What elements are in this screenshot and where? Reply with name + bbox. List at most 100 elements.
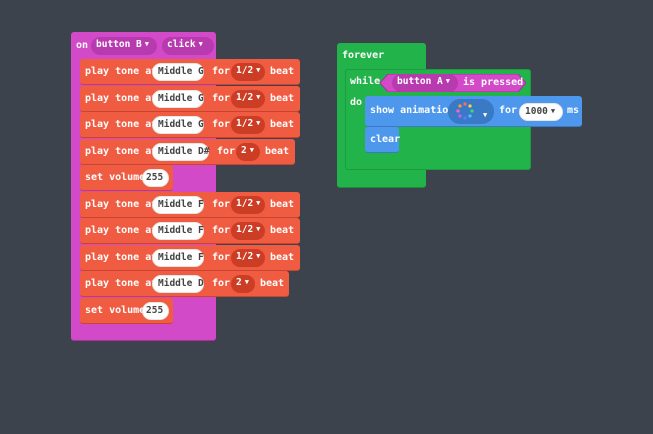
- chevron-down-icon: ▼: [256, 93, 261, 101]
- clear-block[interactable]: [365, 127, 399, 153]
- chevron-down-icon: ▼: [256, 66, 261, 74]
- note-picker[interactable]: Middle D: [152, 275, 204, 293]
- beat-value: 1/2: [236, 224, 254, 235]
- chevron-down-icon: ▼: [144, 40, 149, 48]
- beat-value: 2: [236, 277, 242, 288]
- note-value: Middle G: [158, 66, 204, 77]
- chevron-down-icon: ▼: [256, 252, 261, 260]
- note-value: Middle D: [158, 278, 204, 289]
- beat-label: beat: [270, 252, 295, 263]
- volume-value: 255: [146, 172, 164, 183]
- chevron-down-icon: ▼: [198, 40, 203, 48]
- play-tone-block[interactable]: play tone at Middle G for 1/2▼ beat: [80, 86, 300, 112]
- chevron-down-icon: ▼: [445, 77, 450, 85]
- play-tone-label: play tone at: [85, 146, 158, 157]
- beat-label: beat: [270, 93, 295, 104]
- play-tone-block[interactable]: play tone at Middle D# for 2▼ beat: [80, 139, 295, 165]
- play-tone-block[interactable]: play tone at Middle F for 1/2▼ beat: [80, 245, 300, 271]
- button-select-value: button B: [96, 39, 142, 50]
- play-tone-block[interactable]: play tone at Middle F for 1/2▼ beat: [80, 218, 300, 244]
- beat-label: beat: [265, 146, 290, 157]
- beat-value: 1/2: [236, 118, 254, 129]
- volume-value: 255: [146, 305, 164, 316]
- beat-value: 1/2: [236, 251, 254, 262]
- while-label: while: [350, 76, 381, 87]
- note-value: Middle G: [158, 93, 204, 104]
- beat-dropdown[interactable]: 1/2▼: [231, 116, 265, 134]
- for-label: for: [217, 146, 236, 157]
- beat-value: 1/2: [236, 92, 254, 103]
- beat-value: 1/2: [236, 198, 254, 209]
- beat-value: 2: [241, 145, 247, 156]
- beat-value: 1/2: [236, 65, 254, 76]
- beat-label: beat: [270, 66, 295, 77]
- beat-dropdown[interactable]: 1/2▼: [231, 63, 265, 81]
- play-tone-block[interactable]: play tone at Middle D for 2▼ beat: [80, 271, 289, 297]
- event-type-dropdown[interactable]: click▼: [162, 37, 214, 55]
- chevron-down-icon: ▼: [256, 199, 261, 207]
- note-value: Middle G: [158, 119, 204, 130]
- beat-dropdown[interactable]: 2▼: [236, 143, 260, 161]
- for-label: for: [212, 225, 231, 236]
- beat-label: beat: [270, 199, 295, 210]
- beat-dropdown[interactable]: 1/2▼: [231, 249, 265, 267]
- button-a-dropdown[interactable]: button A▼: [392, 74, 458, 92]
- set-volume-block[interactable]: set volume 255: [80, 298, 173, 324]
- animation-for-label: for: [499, 105, 518, 116]
- button-select-dropdown[interactable]: button B▼: [91, 37, 157, 55]
- beat-dropdown[interactable]: 1/2▼: [231, 196, 265, 214]
- play-tone-label: play tone at: [85, 66, 158, 77]
- beat-label: beat: [270, 119, 295, 130]
- set-volume-label: set volume: [85, 305, 146, 316]
- play-tone-block[interactable]: play tone at Middle F for 1/2▼ beat: [80, 192, 300, 218]
- note-picker[interactable]: Middle F: [152, 222, 204, 240]
- for-label: for: [212, 66, 231, 77]
- play-tone-label: play tone at: [85, 93, 158, 104]
- volume-input[interactable]: 255: [142, 302, 169, 320]
- clear-label: clear: [370, 134, 401, 145]
- play-tone-block[interactable]: play tone at Middle G for 1/2▼ beat: [80, 112, 300, 138]
- play-tone-label: play tone at: [85, 119, 158, 130]
- on-label: on: [76, 40, 89, 51]
- chevron-down-icon: ▼: [483, 111, 488, 119]
- beat-dropdown[interactable]: 2▼: [231, 275, 255, 293]
- note-value: Middle F: [158, 252, 204, 263]
- chevron-down-icon: ▼: [249, 146, 254, 154]
- play-tone-label: play tone at: [85, 252, 158, 263]
- is-pressed-label: is pressed: [463, 77, 524, 88]
- button-is-pressed-condition[interactable]: button A▼ is pressed: [380, 74, 526, 92]
- beat-label: beat: [270, 225, 295, 236]
- chevron-down-icon: ▼: [256, 225, 261, 233]
- play-tone-label: play tone at: [85, 278, 158, 289]
- note-picker[interactable]: Middle D#: [152, 143, 209, 161]
- do-label: do: [350, 97, 363, 108]
- set-volume-label: set volume: [85, 172, 146, 183]
- chevron-down-icon: ▼: [256, 119, 261, 127]
- note-value: Middle F: [158, 225, 204, 236]
- volume-input[interactable]: 255: [142, 169, 169, 187]
- event-type-value: click: [167, 39, 196, 50]
- ms-label: ms: [567, 105, 580, 116]
- set-volume-block[interactable]: set volume 255: [80, 165, 173, 191]
- for-label: for: [212, 119, 231, 130]
- note-picker[interactable]: Middle F: [152, 196, 204, 214]
- animation-picker-dropdown[interactable]: ▼: [448, 99, 494, 124]
- for-label: for: [212, 199, 231, 210]
- interval-dropdown[interactable]: 1000▼: [519, 103, 563, 121]
- note-value: Middle D#: [158, 146, 210, 157]
- led-animation-icon: [456, 102, 474, 120]
- play-tone-label: play tone at: [85, 199, 158, 210]
- chevron-down-icon: ▼: [550, 107, 556, 115]
- play-tone-block[interactable]: play tone at Middle G for 1/2▼ beat: [80, 59, 300, 85]
- note-picker[interactable]: Middle G: [152, 63, 204, 81]
- interval-value: 1000: [525, 106, 548, 117]
- note-value: Middle F: [158, 199, 204, 210]
- beat-dropdown[interactable]: 1/2▼: [231, 222, 265, 240]
- for-label: for: [212, 252, 231, 263]
- note-picker[interactable]: Middle F: [152, 249, 204, 267]
- play-tone-label: play tone at: [85, 225, 158, 236]
- note-picker[interactable]: Middle G: [152, 90, 204, 108]
- note-picker[interactable]: Middle G: [152, 116, 204, 134]
- beat-dropdown[interactable]: 1/2▼: [231, 90, 265, 108]
